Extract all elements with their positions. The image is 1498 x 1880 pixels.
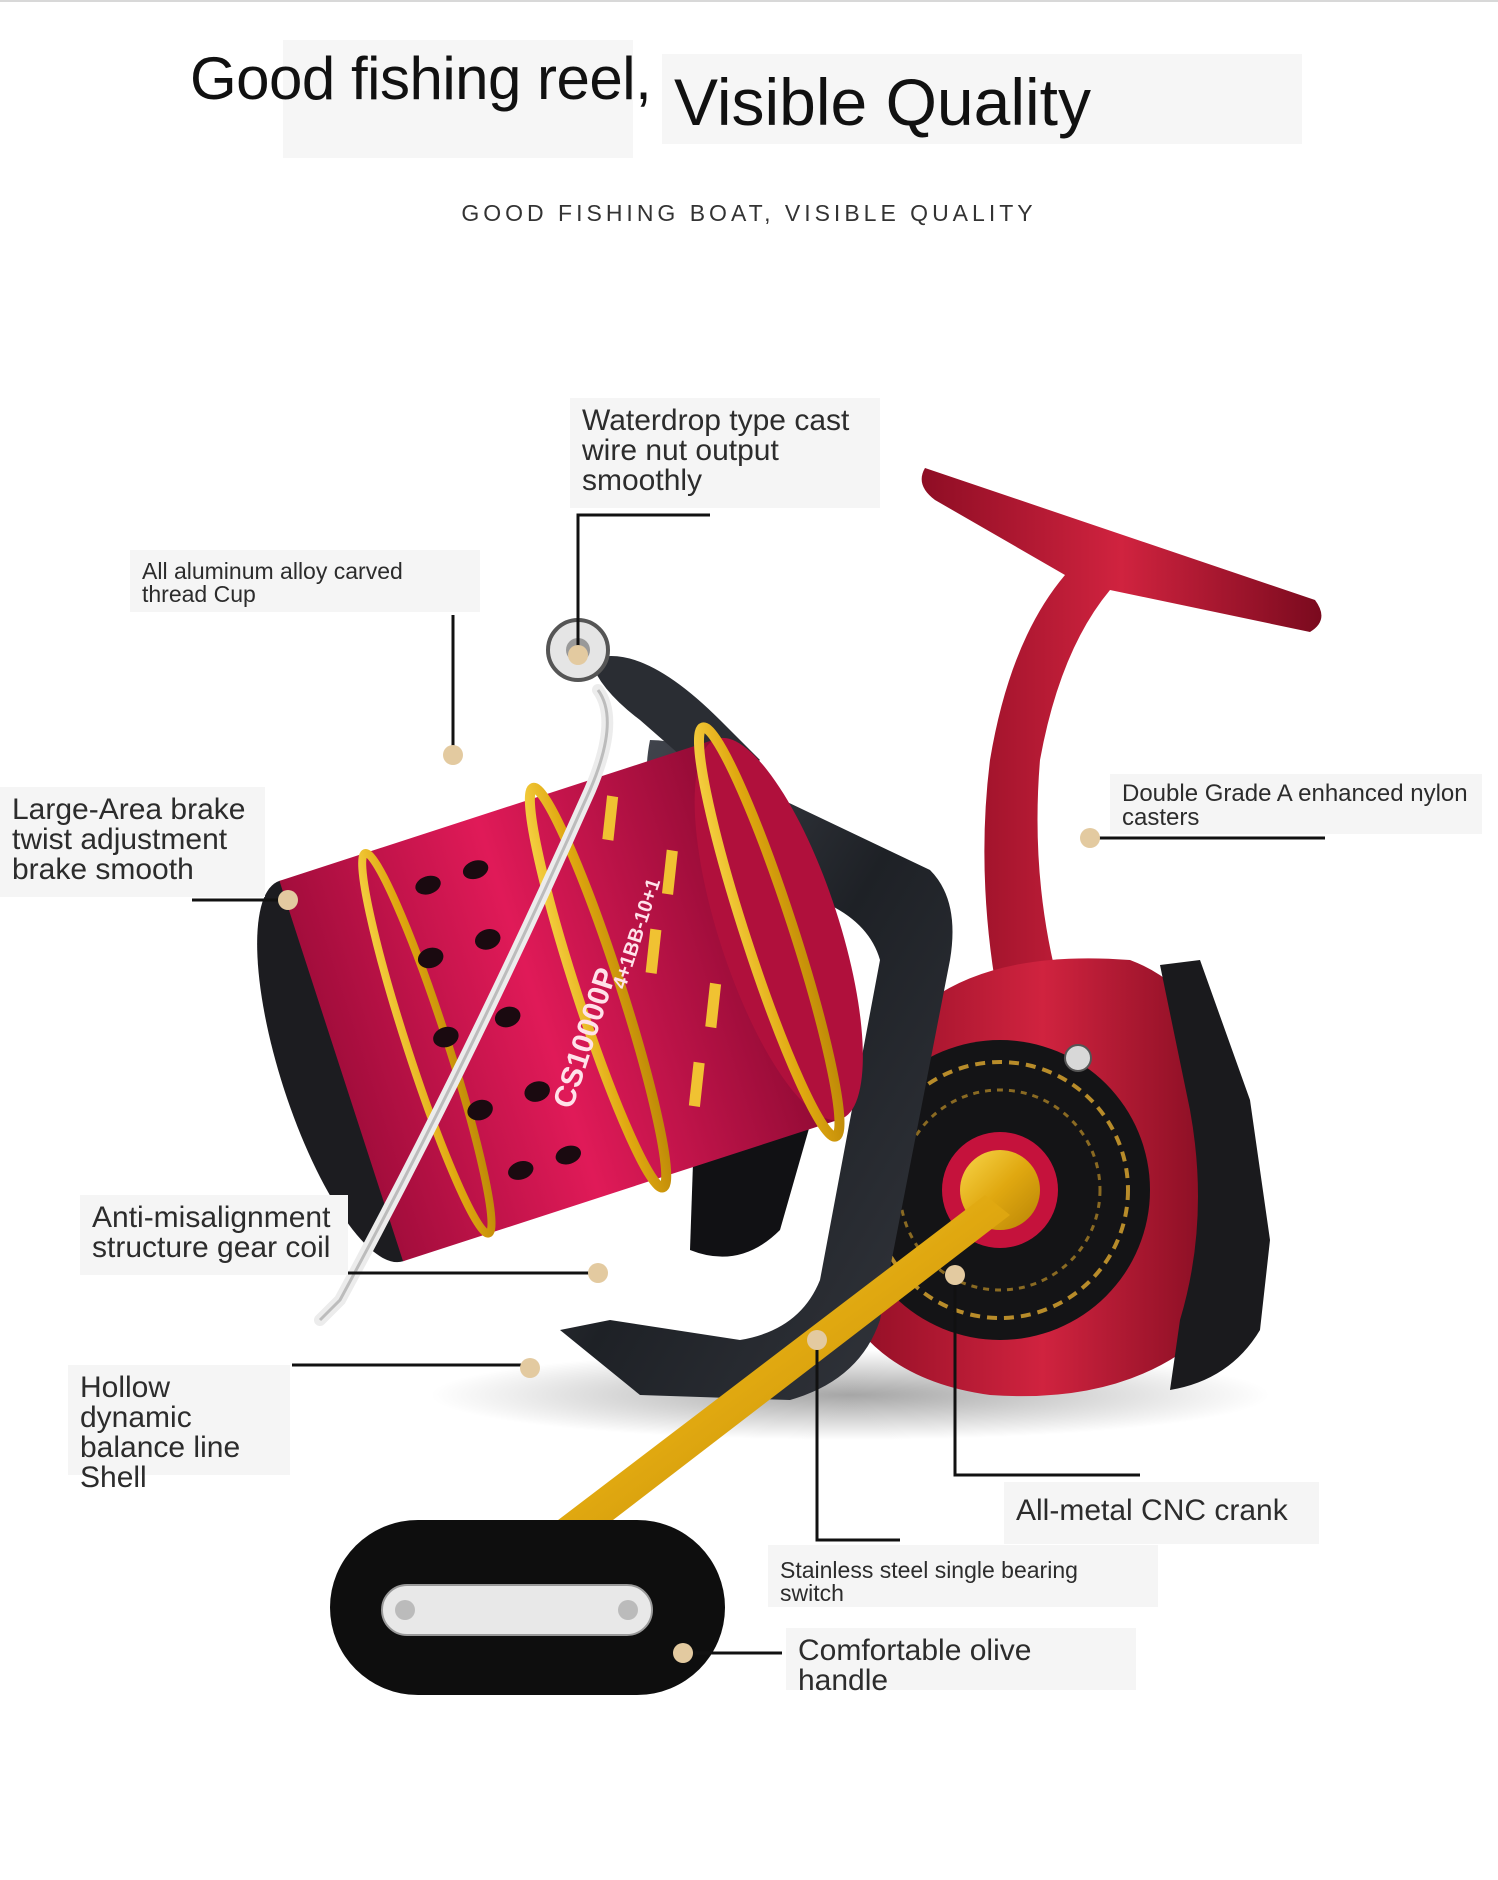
bail-frame [560,740,953,1400]
top-rule [0,0,1498,2]
callout-bearing-switch: Stainless steel single bearing switch [768,1545,1158,1607]
page-title-part2: Visible Quality [674,65,1091,139]
callout-dots [278,645,1100,1663]
callout-spool-cup: All aluminum alloy carved thread Cup [130,550,480,612]
spool-holes [415,860,581,1180]
crank-arm [545,1195,1010,1530]
spool-gold-slots [602,795,722,1108]
callout-crank: All-metal CNC crank [1004,1482,1319,1544]
rear-grip [1160,960,1270,1390]
title-highlight [662,54,1302,144]
reel-foot [921,468,1322,1010]
handle-plate [381,1584,653,1636]
body-screw [1064,1044,1092,1072]
gear-plate-pattern [870,1060,1130,1320]
title-highlight [283,40,633,158]
page-title-part1: Good fishing reel, [190,45,652,112]
callout-leaders [192,513,1325,1655]
spool [257,722,863,1263]
page-subtitle: GOOD FISHING BOAT, VISIBLE QUALITY [461,200,1037,226]
